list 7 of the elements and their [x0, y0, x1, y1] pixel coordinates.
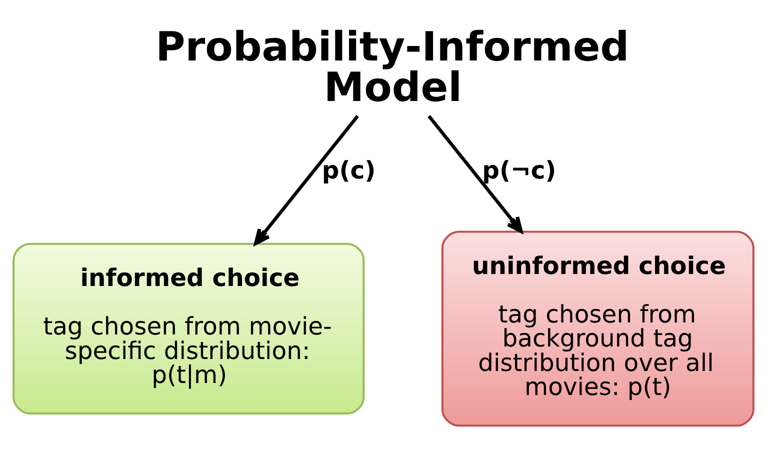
- arrow: [254, 114, 359, 245]
- node-box: informed choice tag chosen from movie-specific distribution: p(t|m): [12, 242, 365, 414]
- edge-label: p(c): [322, 156, 376, 184]
- node-box: uninformed choice tag chosen from background tag distribution over all movies: p(t): [441, 230, 754, 426]
- edge-label: p(¬c): [482, 156, 556, 184]
- arrow: [428, 114, 523, 233]
- node-text: Probability-Informed Model: [156, 23, 630, 111]
